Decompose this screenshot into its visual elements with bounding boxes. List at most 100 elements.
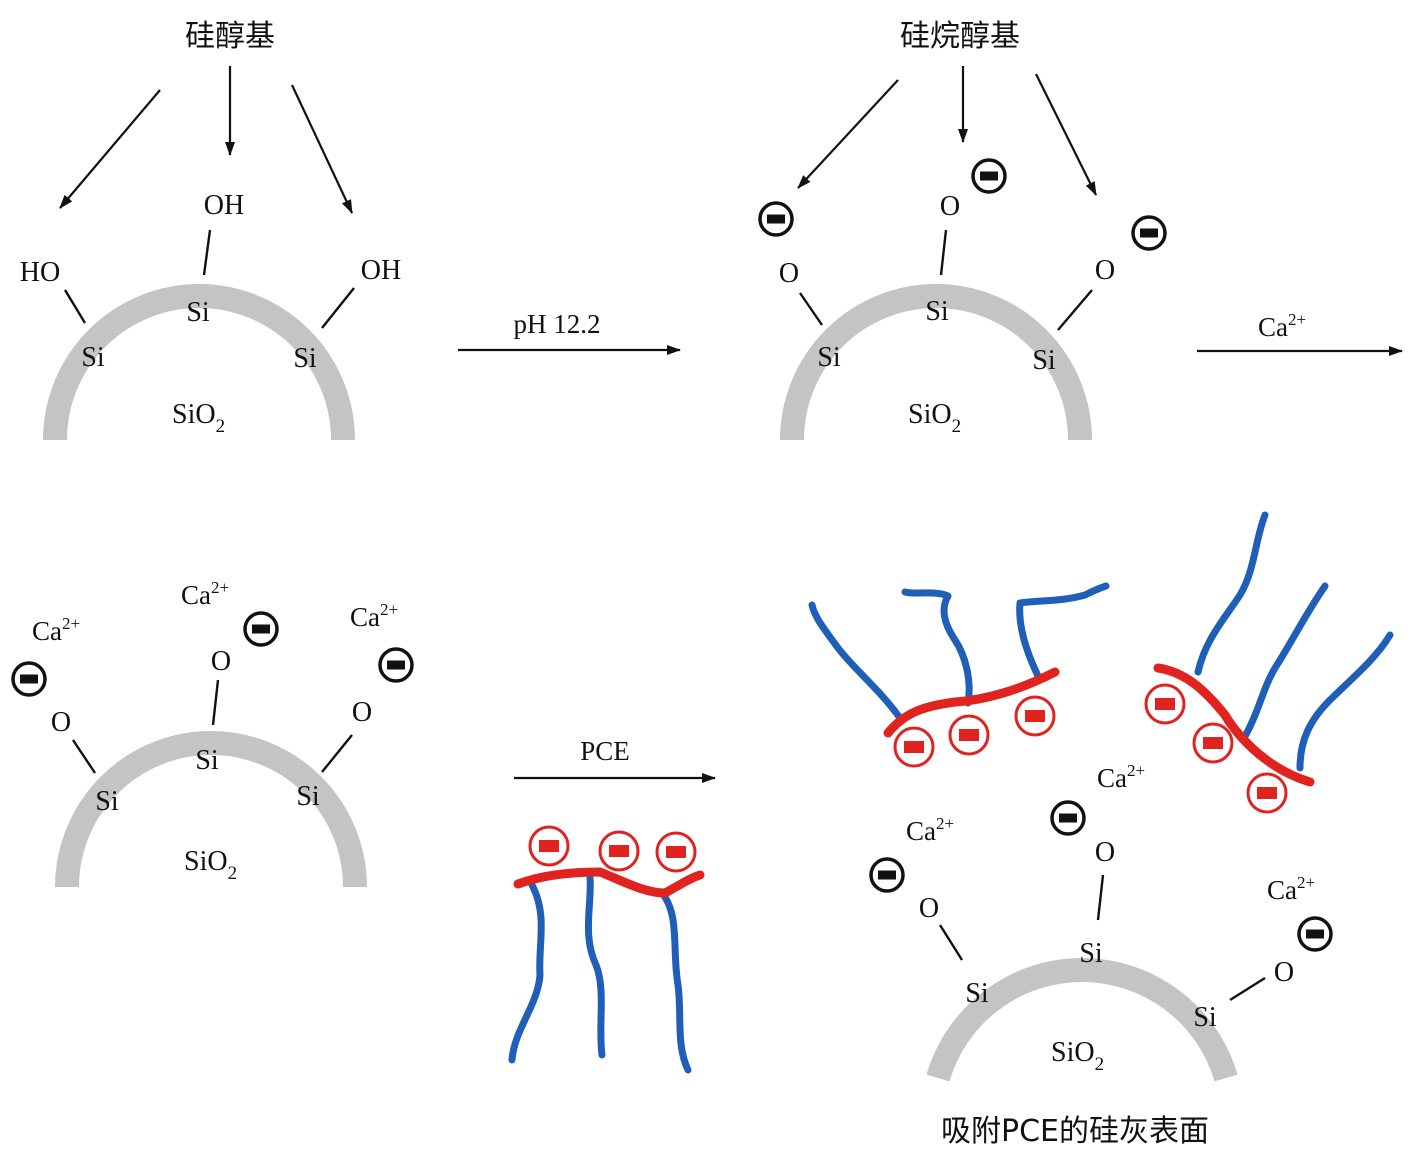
pce-backbone [883,667,1060,738]
silanol-heading: 硅醇基 [185,19,275,54]
negative-charge-icon [528,825,570,867]
silica-core-label: SiO2 [1051,1037,1104,1075]
oxygen-label: O [352,697,372,728]
pce-side-chain [508,881,545,1064]
pointer-arrow [291,84,353,214]
negative-charge-icon [1297,916,1333,952]
oxygen-label: O [51,707,71,738]
silicon-label: Si [1193,1002,1217,1033]
pce-side-chain [1194,511,1269,676]
hydroxyl-label: OH [204,190,244,221]
negative-charge-icon [11,661,47,697]
pce-side-chain [808,601,904,722]
oxygen-label: O [1274,957,1294,988]
hydroxyl-label: OH [361,255,401,286]
bond-line [211,679,220,726]
figure-caption: 吸附PCE的硅灰表面 [941,1114,1209,1149]
calcium-ion-label: Ca2+ [1258,310,1306,342]
silicon-label: Si [1079,938,1103,969]
pointer-arrow [797,79,899,189]
calcium-ion-label: Ca2+ [1097,761,1145,793]
silica-core-label: SiO2 [172,399,225,437]
negative-charge-icon [1050,800,1086,836]
negative-charge-icon [1246,772,1288,814]
pointer-arrow [59,89,161,209]
oxygen-label: O [940,191,960,222]
pce-side-chain [901,588,973,707]
oxygen-label: O [919,893,939,924]
oxygen-label: O [1095,255,1115,286]
silicon-label: Si [925,296,949,327]
silicon-label: Si [186,297,210,328]
pce-side-chain [584,874,606,1059]
reaction-arrow-pce: PCE [514,736,716,783]
silica-core-label: SiO2 [184,846,237,884]
panel-silanolate: 硅烷醇基 O O O Si Si Si SiO2 [758,19,1167,441]
negative-charge-icon [948,714,990,756]
negative-charge-icon [758,201,794,237]
silica-core-label: SiO2 [908,399,961,437]
silanolate-heading: 硅烷醇基 [900,19,1020,54]
silicon-label: Si [817,342,841,373]
pce-side-chain [1296,631,1394,772]
pce-side-chain [658,889,692,1074]
negative-charge-icon [1014,695,1056,737]
panel-calcium-bound: O O O Ca2+ Ca2+ Ca2+ Si Si Si SiO2 [11,578,414,888]
negative-charge-icon [971,158,1007,194]
bond-line [202,229,212,276]
hydroxyl-label: HO [20,257,60,288]
negative-charge-icon [869,857,905,893]
reaction-arrow-ph: pH 12.2 [458,309,681,355]
panel-silanol: 硅醇基 HO OH OH Si Si Si SiO2 [20,19,401,441]
silica-surface-arc [780,284,1092,441]
oxygen-label: O [1095,837,1115,868]
calcium-ion-label: Ca2+ [181,578,229,610]
silicon-label: Si [195,745,219,776]
calcium-ion-label: Ca2+ [1267,873,1315,905]
oxygen-label: O [779,258,799,289]
silicon-label: Si [81,342,105,373]
pce-side-chain [1016,582,1110,684]
negative-charge-icon [655,831,697,873]
bond-line [72,739,96,774]
bond-line [321,734,353,773]
silica-surface-arc [43,284,355,441]
silica-surface-arc [926,958,1238,1082]
pce-label: PCE [580,736,630,766]
bond-line [938,924,964,961]
silicon-label: Si [1032,345,1056,376]
ph-label: pH 12.2 [514,309,601,339]
negative-charge-icon [598,830,640,872]
silicon-label: Si [293,343,317,374]
pce-backbone [513,867,705,898]
pce-molecule [1144,511,1394,814]
bond-line [799,292,823,326]
bond-line [63,289,87,324]
calcium-ion-label: Ca2+ [32,614,80,646]
pce-molecule [508,825,705,1074]
silicon-label: Si [95,786,119,817]
oxygen-label: O [211,646,231,677]
bond-line [1057,289,1093,331]
pce-molecule [808,582,1110,768]
negative-charge-icon [378,647,414,683]
calcium-ion-label: Ca2+ [906,814,954,846]
silicon-label: Si [965,978,989,1009]
bond-line [1096,874,1105,921]
negative-charge-icon [1144,683,1186,725]
silicon-label: Si [296,781,320,812]
panel-pce-adsorbed: O O O Ca2+ Ca2+ Ca2+ Si Si Si SiO2 吸附PCE… [808,511,1394,1149]
pce-side-chain [1239,582,1329,744]
negative-charge-icon [1192,722,1234,764]
negative-charge-icon [893,726,935,768]
silica-surface-arc [55,731,367,888]
pointer-arrow [1035,73,1097,196]
reaction-arrow-calcium: Ca2+ [1197,310,1403,356]
bond-line [321,287,355,329]
negative-charge-icon [243,611,279,647]
bond-line [1229,976,1266,1002]
bond-line [939,229,948,276]
calcium-ion-label: Ca2+ [350,600,398,632]
pce-backbone [1153,663,1315,787]
